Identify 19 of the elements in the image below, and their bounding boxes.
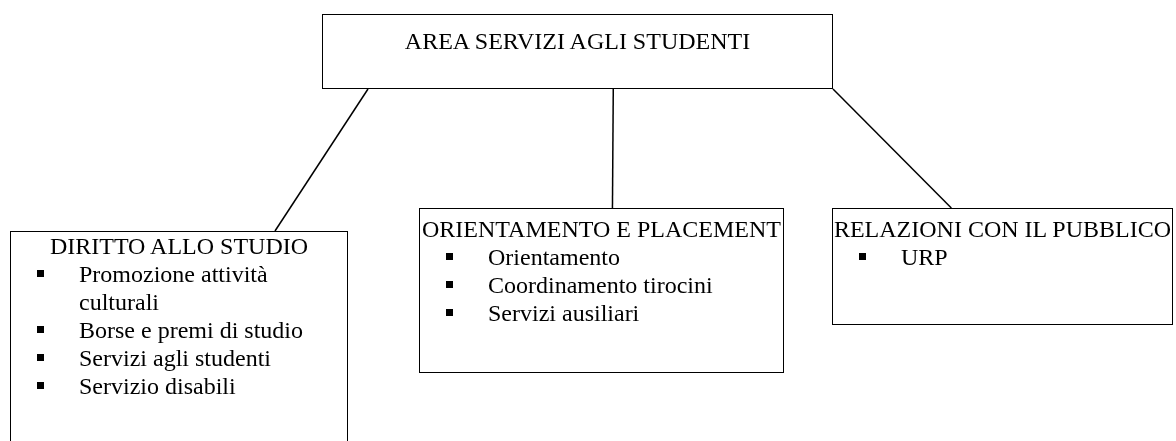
list-item: URP: [901, 243, 949, 271]
list-item: Orientamento: [488, 243, 621, 271]
unit-title: RELAZIONI CON IL PUBBLICO: [833, 215, 1172, 243]
list-item: Borse e premi di studio: [79, 316, 304, 344]
connector-line: [611, 88, 614, 209]
org-box: [419, 208, 784, 373]
list-item: Coordinamento tirocini: [488, 271, 714, 299]
list-item: Servizi ausiliari: [488, 299, 641, 327]
unit-title: DIRITTO ALLO STUDIO: [48, 232, 310, 260]
connector-line: [832, 88, 953, 209]
org-box: [10, 231, 348, 441]
unit-title: ORIENTAMENTO E PLACEMENT: [421, 215, 782, 243]
list-item: Promozione attività culturali: [79, 260, 269, 316]
unit-title: AREA SERVIZI AGLI STUDENTI: [403, 27, 752, 55]
org-box: [832, 208, 1173, 325]
list-item: Servizi agli studenti: [79, 344, 272, 372]
connector-line: [274, 88, 369, 232]
org-box: [322, 14, 833, 89]
list-item: Servizio disabili: [79, 372, 237, 400]
